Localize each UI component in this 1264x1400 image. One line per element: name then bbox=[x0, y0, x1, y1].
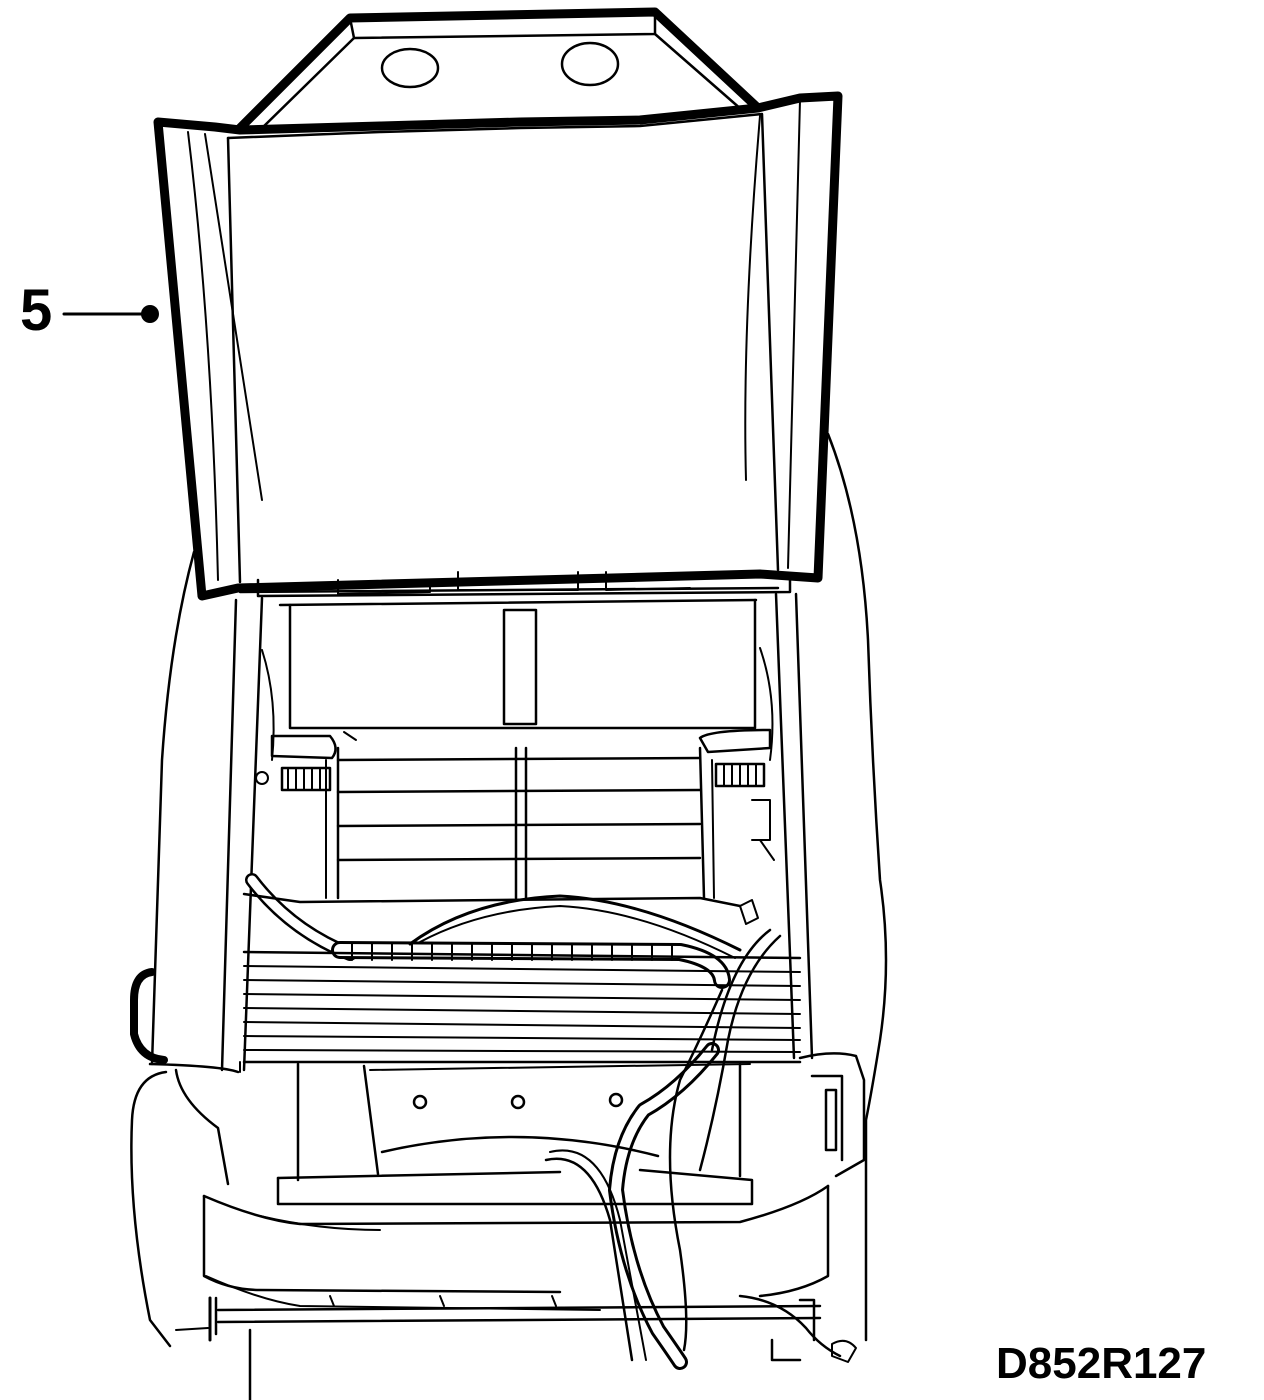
headrest bbox=[235, 7, 763, 133]
right-recliner bbox=[698, 728, 775, 861]
headrest-hole-right bbox=[560, 41, 620, 87]
callout-leader bbox=[62, 305, 159, 323]
figure-reference: D852R127 bbox=[996, 1339, 1207, 1388]
lumbar-straps bbox=[242, 892, 802, 1064]
headrest-hole-left bbox=[380, 47, 440, 89]
mount-hole-1 bbox=[412, 1094, 428, 1110]
seat-outline bbox=[130, 432, 888, 1348]
mount-hole-2 bbox=[510, 1094, 526, 1110]
left-recliner bbox=[255, 731, 357, 792]
seat-base bbox=[175, 1052, 866, 1400]
callout-number: 5 bbox=[20, 278, 53, 343]
center-bracket bbox=[502, 608, 538, 726]
backrest-cover bbox=[153, 91, 843, 601]
mount-hole-3 bbox=[608, 1092, 624, 1108]
backrest-frame bbox=[220, 571, 814, 1072]
backrest-springs bbox=[325, 746, 715, 900]
